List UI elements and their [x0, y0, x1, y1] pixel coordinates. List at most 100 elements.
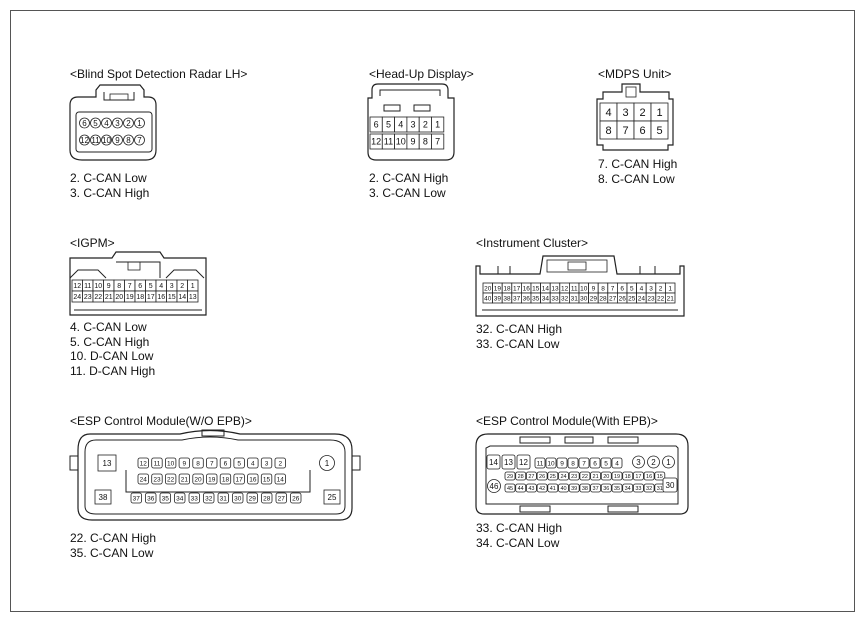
pin-number: 6: [639, 125, 645, 137]
pin-number: 33: [551, 295, 559, 302]
pin-number: 15: [532, 285, 540, 292]
pin-number: 23: [153, 476, 161, 483]
pin-number: 44: [518, 486, 524, 492]
pin-number: 16: [523, 285, 531, 292]
pins-head-up-display: 2. C-CAN High 3. C-CAN Low: [369, 171, 448, 200]
pin-cell: 1: [431, 116, 445, 133]
pin-number: 13: [103, 459, 112, 468]
pin-cell: 42: [536, 483, 548, 493]
pins-instrument-cluster: 32. C-CAN High 33. C-CAN Low: [476, 322, 562, 351]
pin-number: 20: [194, 476, 202, 483]
pin-cell: 2: [123, 117, 134, 129]
pin-number: 29: [590, 295, 598, 302]
pin-number: 4: [159, 283, 163, 290]
pins-esp-wo-epb: 22. C-CAN High 35. C-CAN Low: [70, 531, 156, 560]
pin-cell: 5: [90, 117, 101, 129]
pin-number: 26: [619, 295, 627, 302]
pin-cell: 2: [274, 457, 286, 469]
pin-cell: 5: [650, 120, 669, 140]
pin-cell: 44: [515, 483, 527, 493]
pin-number: 29: [507, 474, 513, 480]
pin-number: 34: [625, 486, 631, 492]
pin-line: 7. C-CAN High: [598, 157, 678, 171]
pin-cell: 3: [632, 455, 645, 469]
pin-cell: 11: [90, 134, 101, 146]
pin-number: 7: [128, 283, 132, 290]
pin-number: 37: [593, 486, 599, 492]
pin-cell: 21: [665, 292, 676, 304]
pin-cell: 20: [192, 473, 204, 485]
pin-number: 13: [504, 458, 513, 467]
pin-cell: 18: [622, 471, 634, 481]
pin-number: 8: [196, 460, 200, 467]
pin-number: 18: [136, 294, 144, 301]
pin-number: 10: [167, 460, 175, 467]
pin-cell: 40: [558, 483, 569, 493]
pin-number: 7: [582, 460, 586, 467]
pin-number: 2: [126, 119, 131, 128]
pin-cell: 13: [501, 454, 516, 470]
pin-line: 34. C-CAN Low: [476, 535, 560, 550]
pin-number: 33: [191, 495, 199, 502]
pin-number: 39: [494, 295, 502, 302]
pin-cell: 33: [633, 483, 644, 493]
pin-number: 5: [93, 119, 98, 128]
pin-number: 16: [646, 474, 652, 480]
pin-number: 35: [614, 486, 620, 492]
pin-line: 8. C-CAN Low: [598, 171, 675, 186]
pin-number: 9: [107, 283, 111, 290]
pin-cell: 12: [137, 457, 149, 469]
pin-number: 46: [490, 482, 499, 491]
pin-number: 14: [178, 294, 186, 301]
pin-number: 28: [599, 295, 607, 302]
pin-number: 17: [635, 474, 641, 480]
pin-number: 23: [571, 474, 577, 480]
pin-number: 30: [580, 295, 588, 302]
pin-number: 5: [604, 460, 608, 467]
pin-number: 7: [611, 285, 615, 292]
pin-number: 8: [571, 460, 575, 467]
title-blind-spot-radar: <Blind Spot Detection Radar LH>: [70, 67, 248, 81]
pin-number: 16: [157, 294, 165, 301]
pins-blind-spot-radar: 2. C-CAN Low 3. C-CAN High: [70, 171, 149, 200]
pin-number: 22: [582, 474, 588, 480]
pin-number: 12: [561, 285, 569, 292]
pin-number: 36: [603, 486, 609, 492]
pin-number: 36: [523, 295, 531, 302]
pin-number: 22: [94, 294, 102, 301]
pin-cell: 46: [487, 479, 501, 493]
pin-cell: 13: [187, 290, 199, 303]
pin-number: 14: [277, 476, 285, 483]
pin-cell: 23: [568, 471, 580, 481]
pin-cell: 10: [101, 134, 112, 146]
pin-number: 2: [659, 285, 663, 292]
pin-cell: 32: [203, 492, 215, 504]
pin-number: 20: [484, 285, 492, 292]
pin-number: 9: [115, 136, 120, 145]
pin-number: 9: [560, 460, 564, 467]
pin-number: 1: [656, 107, 662, 119]
pin-cell: 10: [545, 457, 557, 469]
pin-number: 32: [561, 295, 569, 302]
pin-cell: 11: [151, 457, 163, 469]
pin-cell: 16: [247, 473, 259, 485]
pin-cell: 11: [534, 457, 546, 469]
pin-number: 4: [640, 285, 644, 292]
pin-number: 7: [435, 137, 440, 147]
pin-cell: 15: [654, 471, 666, 481]
pin-number: 12: [371, 137, 381, 147]
pin-number: 5: [386, 120, 391, 130]
pin-cell: 4: [101, 117, 112, 129]
pin-number: 28: [263, 495, 271, 502]
pin-cell: 7: [578, 457, 590, 469]
pin-number: 11: [154, 460, 161, 467]
pin-cell: 14: [274, 473, 286, 485]
pin-number: 15: [168, 294, 176, 301]
pin-number: 1: [191, 283, 195, 290]
pin-number: 1: [666, 458, 671, 467]
pin-number: 6: [593, 460, 597, 467]
pin-cell: 24: [558, 471, 569, 481]
pin-number: 9: [183, 460, 187, 467]
